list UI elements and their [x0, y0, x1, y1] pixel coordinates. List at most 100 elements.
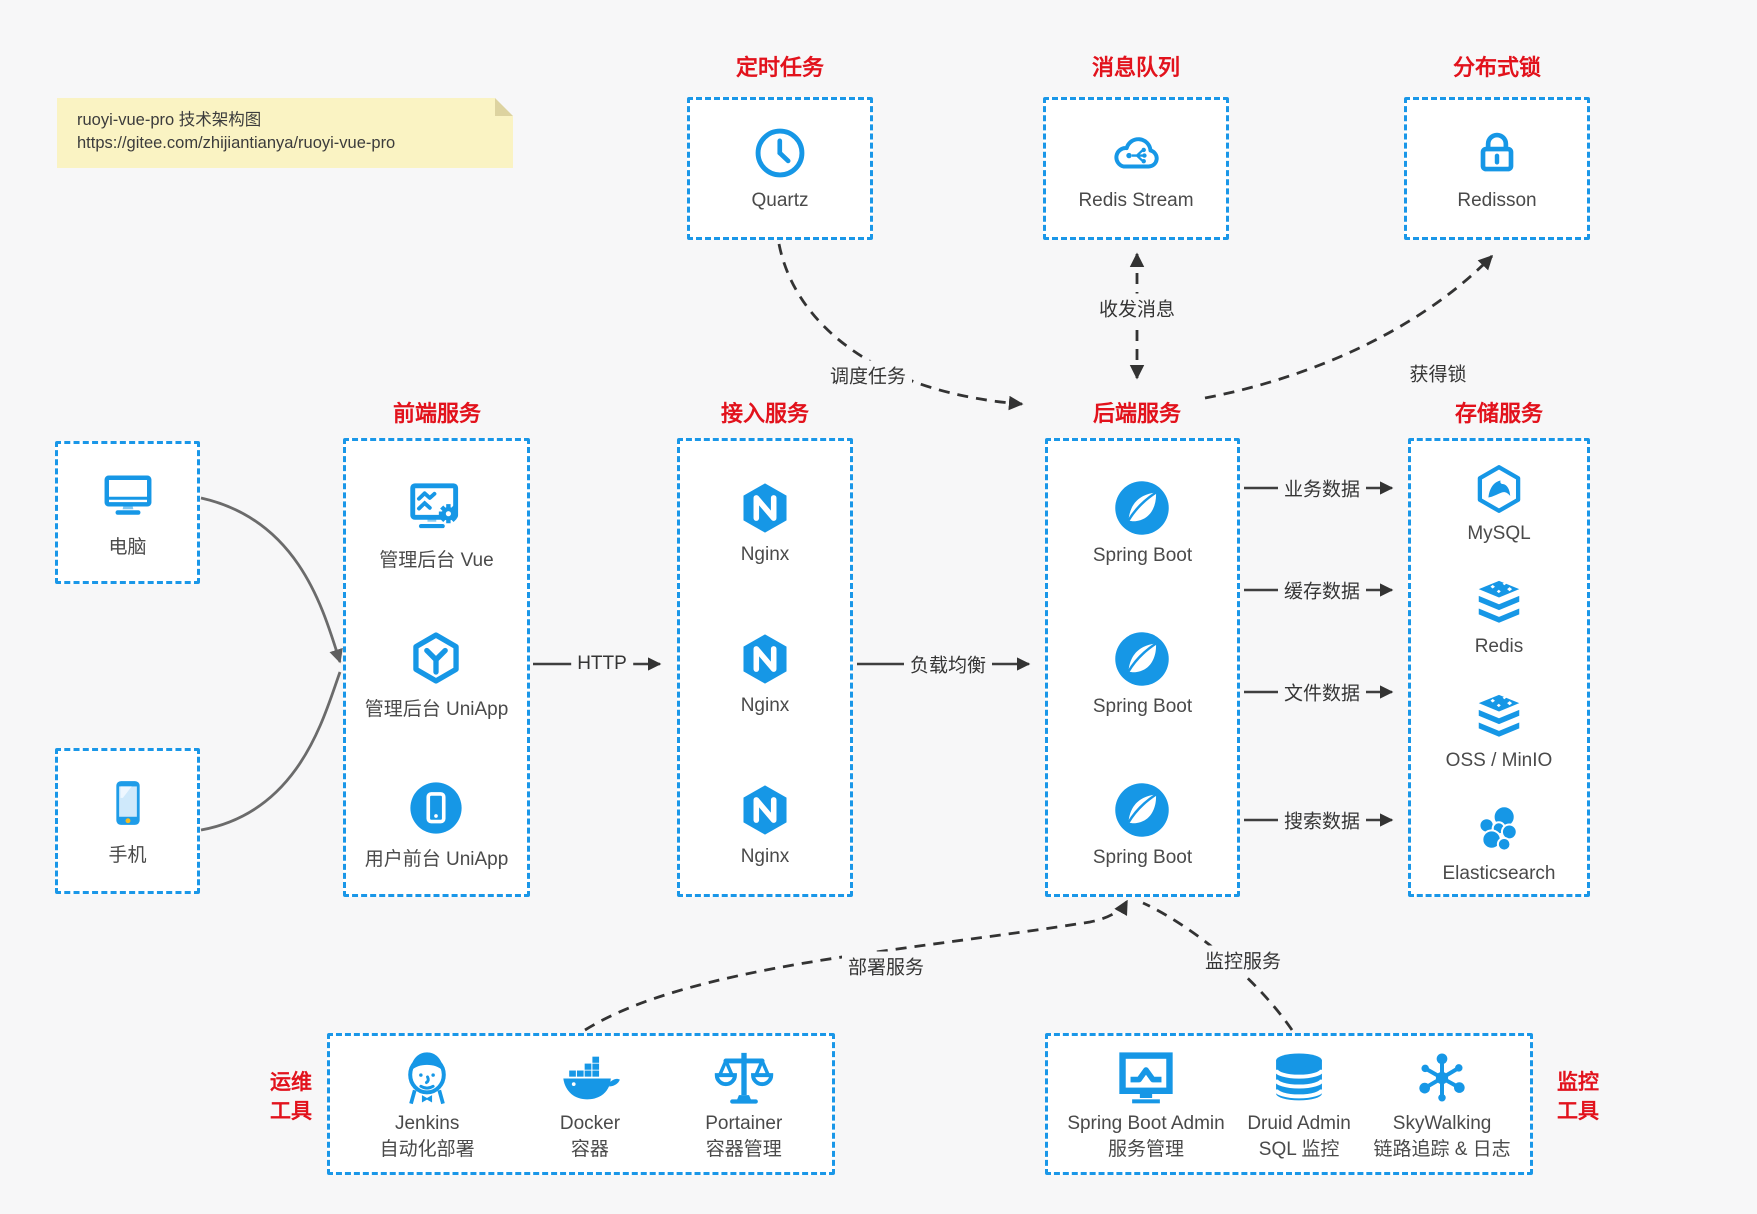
- redisson-box: Redisson: [1404, 97, 1590, 240]
- uniapp-hexagon-icon: [407, 629, 465, 687]
- monitor-label-line2: 工具: [1557, 1100, 1599, 1123]
- nginx-label-2: Nginx: [740, 695, 790, 716]
- quartz-box: Quartz: [687, 97, 873, 240]
- elasticsearch-label: Elasticsearch: [1442, 862, 1556, 884]
- nginx-icon: [736, 630, 794, 688]
- spring-boot-icon: [1112, 780, 1172, 840]
- nginx-icon: [736, 781, 794, 839]
- frontend-item-uniapp-admin: 管理后台 UniApp: [365, 629, 508, 721]
- admin-vue-icon: [405, 476, 467, 538]
- scales-icon: [712, 1046, 776, 1110]
- title-backend-services: 后端服务: [1092, 401, 1182, 426]
- springboot-item-2: Spring Boot: [1093, 629, 1192, 718]
- elasticsearch-icon: [1472, 802, 1526, 856]
- smartphone-icon: [100, 775, 156, 831]
- redis-stream-box: Redis Stream: [1043, 97, 1229, 240]
- lock-icon: [1469, 125, 1525, 181]
- nginx-label-1: Nginx: [740, 544, 790, 565]
- edge-label-send-receive-message: 收发消息: [1092, 293, 1182, 323]
- title-frontend-services: 前端服务: [392, 401, 482, 426]
- clock-icon: [752, 125, 808, 181]
- note-url: https://gitee.com/zhijiantianya/ruoyi-vu…: [77, 134, 396, 152]
- storage-item-mysql: MySQL: [1467, 462, 1531, 545]
- database-icon: [1267, 1046, 1331, 1110]
- monitor-item-skywalking: SkyWalking 链路追踪 & 日志: [1373, 1046, 1511, 1162]
- springboot-label-2: Spring Boot: [1092, 696, 1193, 717]
- monitor-label-line1: 监控: [1557, 1071, 1599, 1094]
- oss-label: OSS / MinIO: [1445, 749, 1553, 771]
- docker-desc: 容器: [570, 1139, 609, 1160]
- gateway-box: Nginx Nginx Nginx: [677, 438, 853, 897]
- backend-box: Spring Boot Spring Boot Spring Boot: [1045, 438, 1240, 897]
- monitor-item-druid: Druid Admin SQL 监控: [1247, 1046, 1351, 1162]
- nginx-item-1: Nginx: [736, 479, 794, 566]
- edge-label-deploy-service: 部署服务: [841, 951, 931, 981]
- storage-box: MySQL Redis OSS / MinIO Elasticsearch: [1408, 438, 1590, 897]
- ops-label-line2: 工具: [270, 1100, 312, 1123]
- title-distributed-lock: 分布式锁: [1452, 55, 1542, 80]
- sba-name: Spring Boot Admin: [1067, 1113, 1225, 1134]
- edge-label-search-data: 搜索数据: [1277, 805, 1367, 835]
- title-storage-services: 存储服务: [1454, 401, 1544, 426]
- edge-label-monitor-service: 监控服务: [1198, 945, 1288, 975]
- skywalking-desc: 链路追踪 & 日志: [1373, 1139, 1511, 1160]
- redisson-label: Redisson: [1457, 190, 1537, 211]
- ops-label-line1: 运维: [270, 1071, 312, 1094]
- monitor-tools-box: Spring Boot Admin 服务管理 Druid Admin SQL 监…: [1045, 1033, 1533, 1175]
- edge-label-file-data: 文件数据: [1277, 677, 1367, 707]
- storage-item-oss: OSS / MinIO: [1445, 689, 1553, 772]
- mysql-icon: [1472, 462, 1526, 516]
- portainer-desc: 容器管理: [705, 1139, 782, 1160]
- ops-item-portainer: Portainer 容器管理: [705, 1046, 782, 1162]
- springboot-label-1: Spring Boot: [1092, 545, 1193, 566]
- admin-vue-label: 管理后台 Vue: [379, 549, 494, 571]
- druid-name: Druid Admin: [1247, 1113, 1351, 1134]
- docker-whale-icon: [558, 1046, 622, 1110]
- monitor-chart-icon: [1114, 1046, 1178, 1110]
- edge-label-cache-data: 缓存数据: [1277, 575, 1367, 605]
- pc-label: 电脑: [108, 536, 147, 558]
- nginx-item-3: Nginx: [736, 781, 794, 868]
- ops-item-docker: Docker 容器: [558, 1046, 622, 1162]
- jenkins-name: Jenkins: [394, 1113, 460, 1134]
- edge-label-schedule-task: 调度任务: [823, 360, 913, 390]
- springboot-item-1: Spring Boot: [1093, 478, 1192, 567]
- redis-label: Redis: [1474, 636, 1524, 658]
- note-fold-corner: [495, 98, 513, 116]
- mysql-label: MySQL: [1467, 523, 1531, 545]
- ops-tools-box: Jenkins 自动化部署 Docker 容器 Portainer 容器管理: [327, 1033, 835, 1175]
- cloud-share-icon: [1108, 125, 1164, 181]
- portainer-name: Portainer: [705, 1113, 783, 1134]
- nginx-icon: [736, 479, 794, 537]
- springboot-item-3: Spring Boot: [1093, 780, 1192, 869]
- title-gateway-services: 接入服务: [720, 401, 810, 426]
- title-scheduled-tasks: 定时任务: [735, 55, 825, 80]
- spring-boot-icon: [1112, 478, 1172, 538]
- user-app-icon: [407, 779, 465, 837]
- edge-pc-to-frontend: [200, 496, 343, 664]
- monitor-item-sba: Spring Boot Admin 服务管理: [1067, 1046, 1225, 1162]
- frontend-item-vue: 管理后台 Vue: [379, 476, 494, 572]
- docker-name: Docker: [559, 1113, 621, 1134]
- jenkins-desc: 自动化部署: [379, 1139, 475, 1160]
- topology-icon: [1410, 1046, 1474, 1110]
- monitor-tools-side-label: 监控 工具: [1543, 1068, 1613, 1126]
- springboot-label-3: Spring Boot: [1092, 847, 1193, 868]
- nginx-label-3: Nginx: [740, 846, 790, 867]
- redis-stack-icon: [1472, 575, 1526, 629]
- nginx-item-2: Nginx: [736, 630, 794, 717]
- sba-desc: 服务管理: [1107, 1139, 1184, 1160]
- storage-item-elasticsearch: Elasticsearch: [1443, 802, 1556, 885]
- mobile-label: 手机: [108, 845, 147, 866]
- note-title: ruoyi-vue-pro 技术架构图: [77, 111, 262, 129]
- title-message-queue: 消息队列: [1091, 55, 1181, 80]
- edge-label-acquire-lock: 获得锁: [1403, 358, 1473, 388]
- frontend-box: 管理后台 Vue 管理后台 UniApp 用户前台 UniApp: [343, 438, 530, 897]
- desktop-icon: [100, 467, 156, 523]
- ops-item-jenkins: Jenkins 自动化部署: [380, 1046, 475, 1162]
- druid-desc: SQL 监控: [1258, 1139, 1340, 1160]
- edge-phone-to-frontend: [200, 671, 342, 832]
- edge-label-load-balance: 负载均衡: [903, 649, 993, 679]
- spring-boot-icon: [1112, 629, 1172, 689]
- skywalking-name: SkyWalking: [1392, 1113, 1492, 1134]
